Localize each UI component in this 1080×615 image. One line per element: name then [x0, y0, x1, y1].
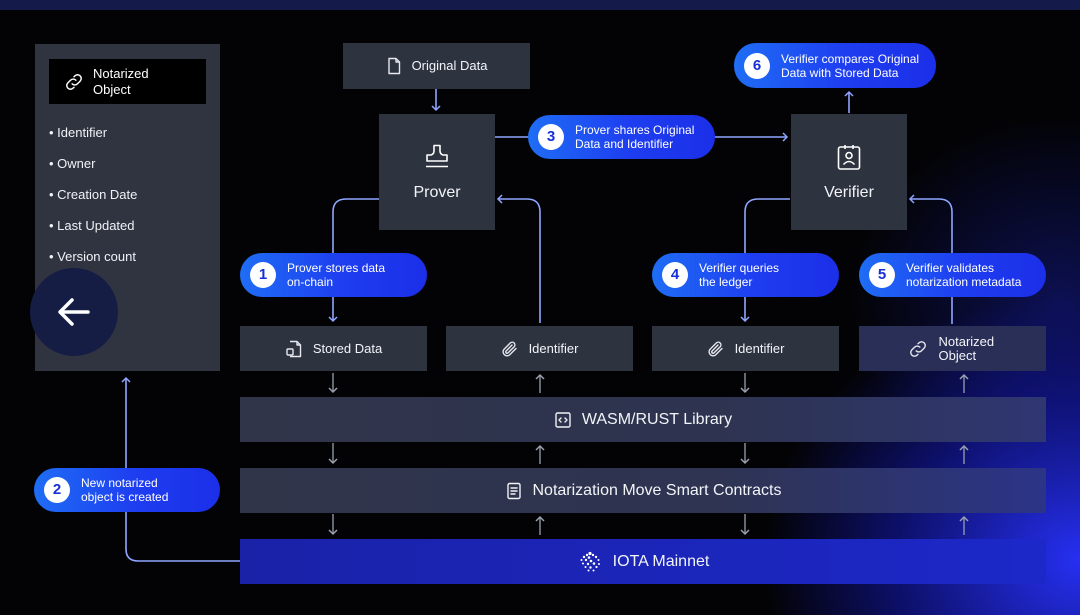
link-icon: [907, 338, 929, 360]
step-number: 2: [44, 477, 70, 503]
document-icon: [386, 57, 402, 75]
original-data-label: Original Data: [411, 58, 488, 73]
list-item: Creation Date: [49, 179, 137, 210]
step-1-pill: 1 Prover stores data on-chain: [240, 253, 427, 297]
panel-title: Notarized Object: [93, 65, 149, 97]
step-text: Verifier queries the ledger: [699, 261, 780, 289]
prover-box: Prover: [379, 114, 495, 230]
verifier-box: Verifier: [791, 114, 907, 230]
panel-header: Notarized Object: [49, 59, 206, 104]
list-item: Last Updated: [49, 210, 137, 241]
notarized-object-box: Notarized Object: [859, 326, 1046, 371]
stored-data-icon: [285, 340, 303, 358]
code-file-icon: [554, 411, 572, 429]
identifier-label: Identifier: [734, 340, 785, 356]
arrow-left-icon: [54, 292, 94, 332]
identifier-box-right: Identifier: [652, 326, 839, 371]
iota-mainnet-layer: IOTA Mainnet: [240, 539, 1046, 584]
prover-label: Prover: [413, 184, 461, 201]
paperclip-icon: [501, 340, 519, 358]
wasm-library-label: WASM/RUST Library: [581, 410, 733, 428]
verifier-label: Verifier: [824, 184, 874, 201]
iota-logo-icon: [577, 551, 603, 573]
step-text: Prover stores data on-chain: [287, 261, 386, 289]
notarized-object-label: Notarized Object: [938, 333, 995, 363]
step-number: 5: [869, 262, 895, 288]
step-5-pill: 5 Verifier validates notarization metada…: [859, 253, 1046, 297]
identifier-box-left: Identifier: [446, 326, 633, 371]
step-4-pill: 4 Verifier queries the ledger: [652, 253, 839, 297]
stored-data-box: Stored Data: [240, 326, 427, 371]
id-badge-icon: [834, 142, 864, 172]
identifier-label: Identifier: [528, 340, 579, 356]
smart-contracts-label: Notarization Move Smart Contracts: [532, 481, 782, 499]
step-number: 1: [250, 262, 276, 288]
link-icon: [63, 71, 85, 93]
list-item: Owner: [49, 148, 137, 179]
step-6-pill: 6 Verifier compares Original Data with S…: [734, 43, 936, 88]
step-number: 4: [662, 262, 688, 288]
original-data-box: Original Data: [343, 43, 530, 89]
step-number: 3: [538, 124, 564, 150]
list-item: Version count: [49, 241, 137, 272]
step-2-pill: 2 New notarized object is created: [34, 468, 220, 512]
step-text: Verifier compares Original Data with Sto…: [781, 51, 920, 80]
step-text: New notarized object is created: [81, 476, 169, 504]
back-button[interactable]: [30, 268, 118, 356]
smart-contracts-layer: Notarization Move Smart Contracts: [240, 468, 1046, 513]
step-3-pill: 3 Prover shares Original Data and Identi…: [528, 115, 715, 159]
step-text: Prover shares Original Data and Identifi…: [575, 123, 695, 151]
stored-data-label: Stored Data: [312, 340, 383, 356]
stamp-icon: [422, 142, 452, 172]
wasm-library-layer: WASM/RUST Library: [240, 397, 1046, 442]
list-item: Identifier: [49, 117, 137, 148]
top-bar: [0, 0, 1080, 10]
step-text: Verifier validates notarization metadata: [906, 261, 1022, 289]
step-number: 6: [744, 52, 770, 79]
iota-mainnet-label: IOTA Mainnet: [612, 552, 710, 570]
contract-icon: [505, 482, 523, 500]
paperclip-icon: [707, 340, 725, 358]
